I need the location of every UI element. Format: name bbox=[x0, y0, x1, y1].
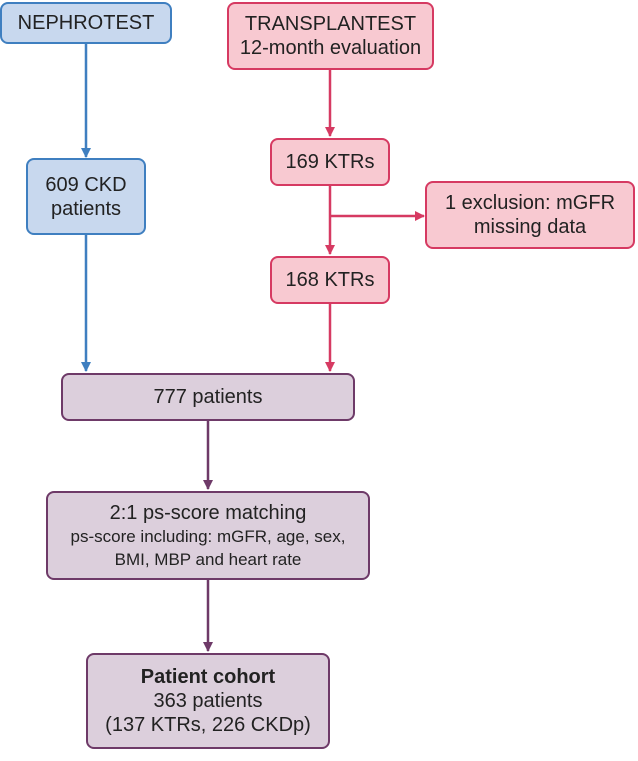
transplantest-box: TRANSPLANTEST 12-month evaluation bbox=[227, 2, 434, 70]
patient-cohort-title: Patient cohort bbox=[140, 666, 276, 688]
transplantest-label: TRANSPLANTEST bbox=[244, 13, 417, 35]
ckd-patients-label: patients bbox=[50, 197, 122, 220]
exclusion-sublabel: missing data bbox=[473, 216, 587, 238]
total-patients-box: 777 patients bbox=[61, 373, 355, 421]
ps-matching-criteria-1: ps-score including: mGFR, age, sex, bbox=[70, 526, 346, 546]
total-patients-label: 777 patients bbox=[153, 386, 263, 408]
ktr-169-label: 169 KTRs bbox=[285, 151, 375, 173]
ps-matching-title: 2:1 ps-score matching bbox=[109, 501, 307, 524]
nephrotest-box: NEPHROTEST bbox=[0, 2, 172, 44]
patient-cohort-count: 363 patients bbox=[153, 690, 263, 712]
ps-matching-box: 2:1 ps-score matching ps-score including… bbox=[46, 491, 370, 580]
patient-cohort-breakdown: (137 KTRs, 226 CKDp) bbox=[105, 714, 311, 736]
exclusion-label: 1 exclusion: mGFR bbox=[444, 192, 616, 214]
transplantest-sublabel: 12-month evaluation bbox=[239, 37, 422, 59]
ktr-169-box: 169 KTRs bbox=[270, 138, 390, 186]
exclusion-box: 1 exclusion: mGFR missing data bbox=[425, 181, 635, 249]
patient-cohort-box: Patient cohort 363 patients (137 KTRs, 2… bbox=[86, 653, 330, 749]
ktr-168-label: 168 KTRs bbox=[285, 269, 375, 291]
ktr-168-box: 168 KTRs bbox=[270, 256, 390, 304]
ps-matching-criteria-2: BMI, MBP and heart rate bbox=[114, 549, 302, 569]
ckd-patients-box: 609 CKD patients bbox=[26, 158, 146, 235]
nephrotest-label: NEPHROTEST bbox=[17, 12, 155, 34]
ckd-count-label: 609 CKD bbox=[45, 173, 127, 196]
